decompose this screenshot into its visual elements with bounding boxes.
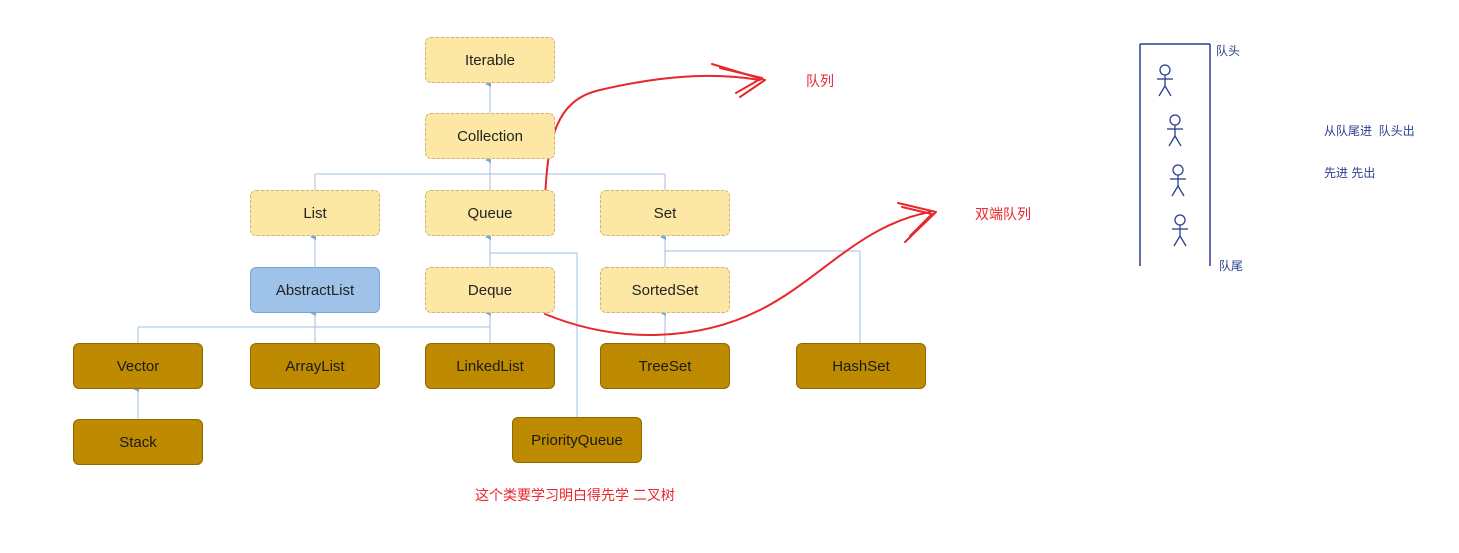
node-sortedset: SortedSet (600, 267, 730, 313)
node-priorityqueue: PriorityQueue (512, 417, 642, 463)
queue-tail-label: 队尾 (1219, 259, 1244, 273)
queue-annotation-label: 队列 (806, 73, 834, 89)
queue-head-label: 队头 (1216, 44, 1241, 58)
queue-rule-line1: 从队尾进 队头出 (1324, 124, 1415, 138)
node-abstractlist: AbstractList (250, 267, 380, 313)
node-stack: Stack (73, 419, 203, 465)
node-vector: Vector (73, 343, 203, 389)
node-list: List (250, 190, 380, 236)
queue-rule-line2: 先进 先出 (1324, 166, 1376, 180)
node-iterable: Iterable (425, 37, 555, 83)
node-arraylist: ArrayList (250, 343, 380, 389)
node-queue: Queue (425, 190, 555, 236)
node-collection: Collection (425, 113, 555, 159)
priorityqueue-note: 这个类要学习明白得先学 二叉树 (475, 487, 675, 503)
queue-annotation-arrow (544, 74, 761, 199)
node-deque: Deque (425, 267, 555, 313)
node-linkedlist: LinkedList (425, 343, 555, 389)
node-hashset: HashSet (796, 343, 926, 389)
queue-people (1157, 64, 1188, 247)
node-set: Set (600, 190, 730, 236)
deque-annotation-arrow (544, 211, 931, 336)
node-treeset: TreeSet (600, 343, 730, 389)
deque-annotation-label: 双端队列 (975, 206, 1031, 222)
